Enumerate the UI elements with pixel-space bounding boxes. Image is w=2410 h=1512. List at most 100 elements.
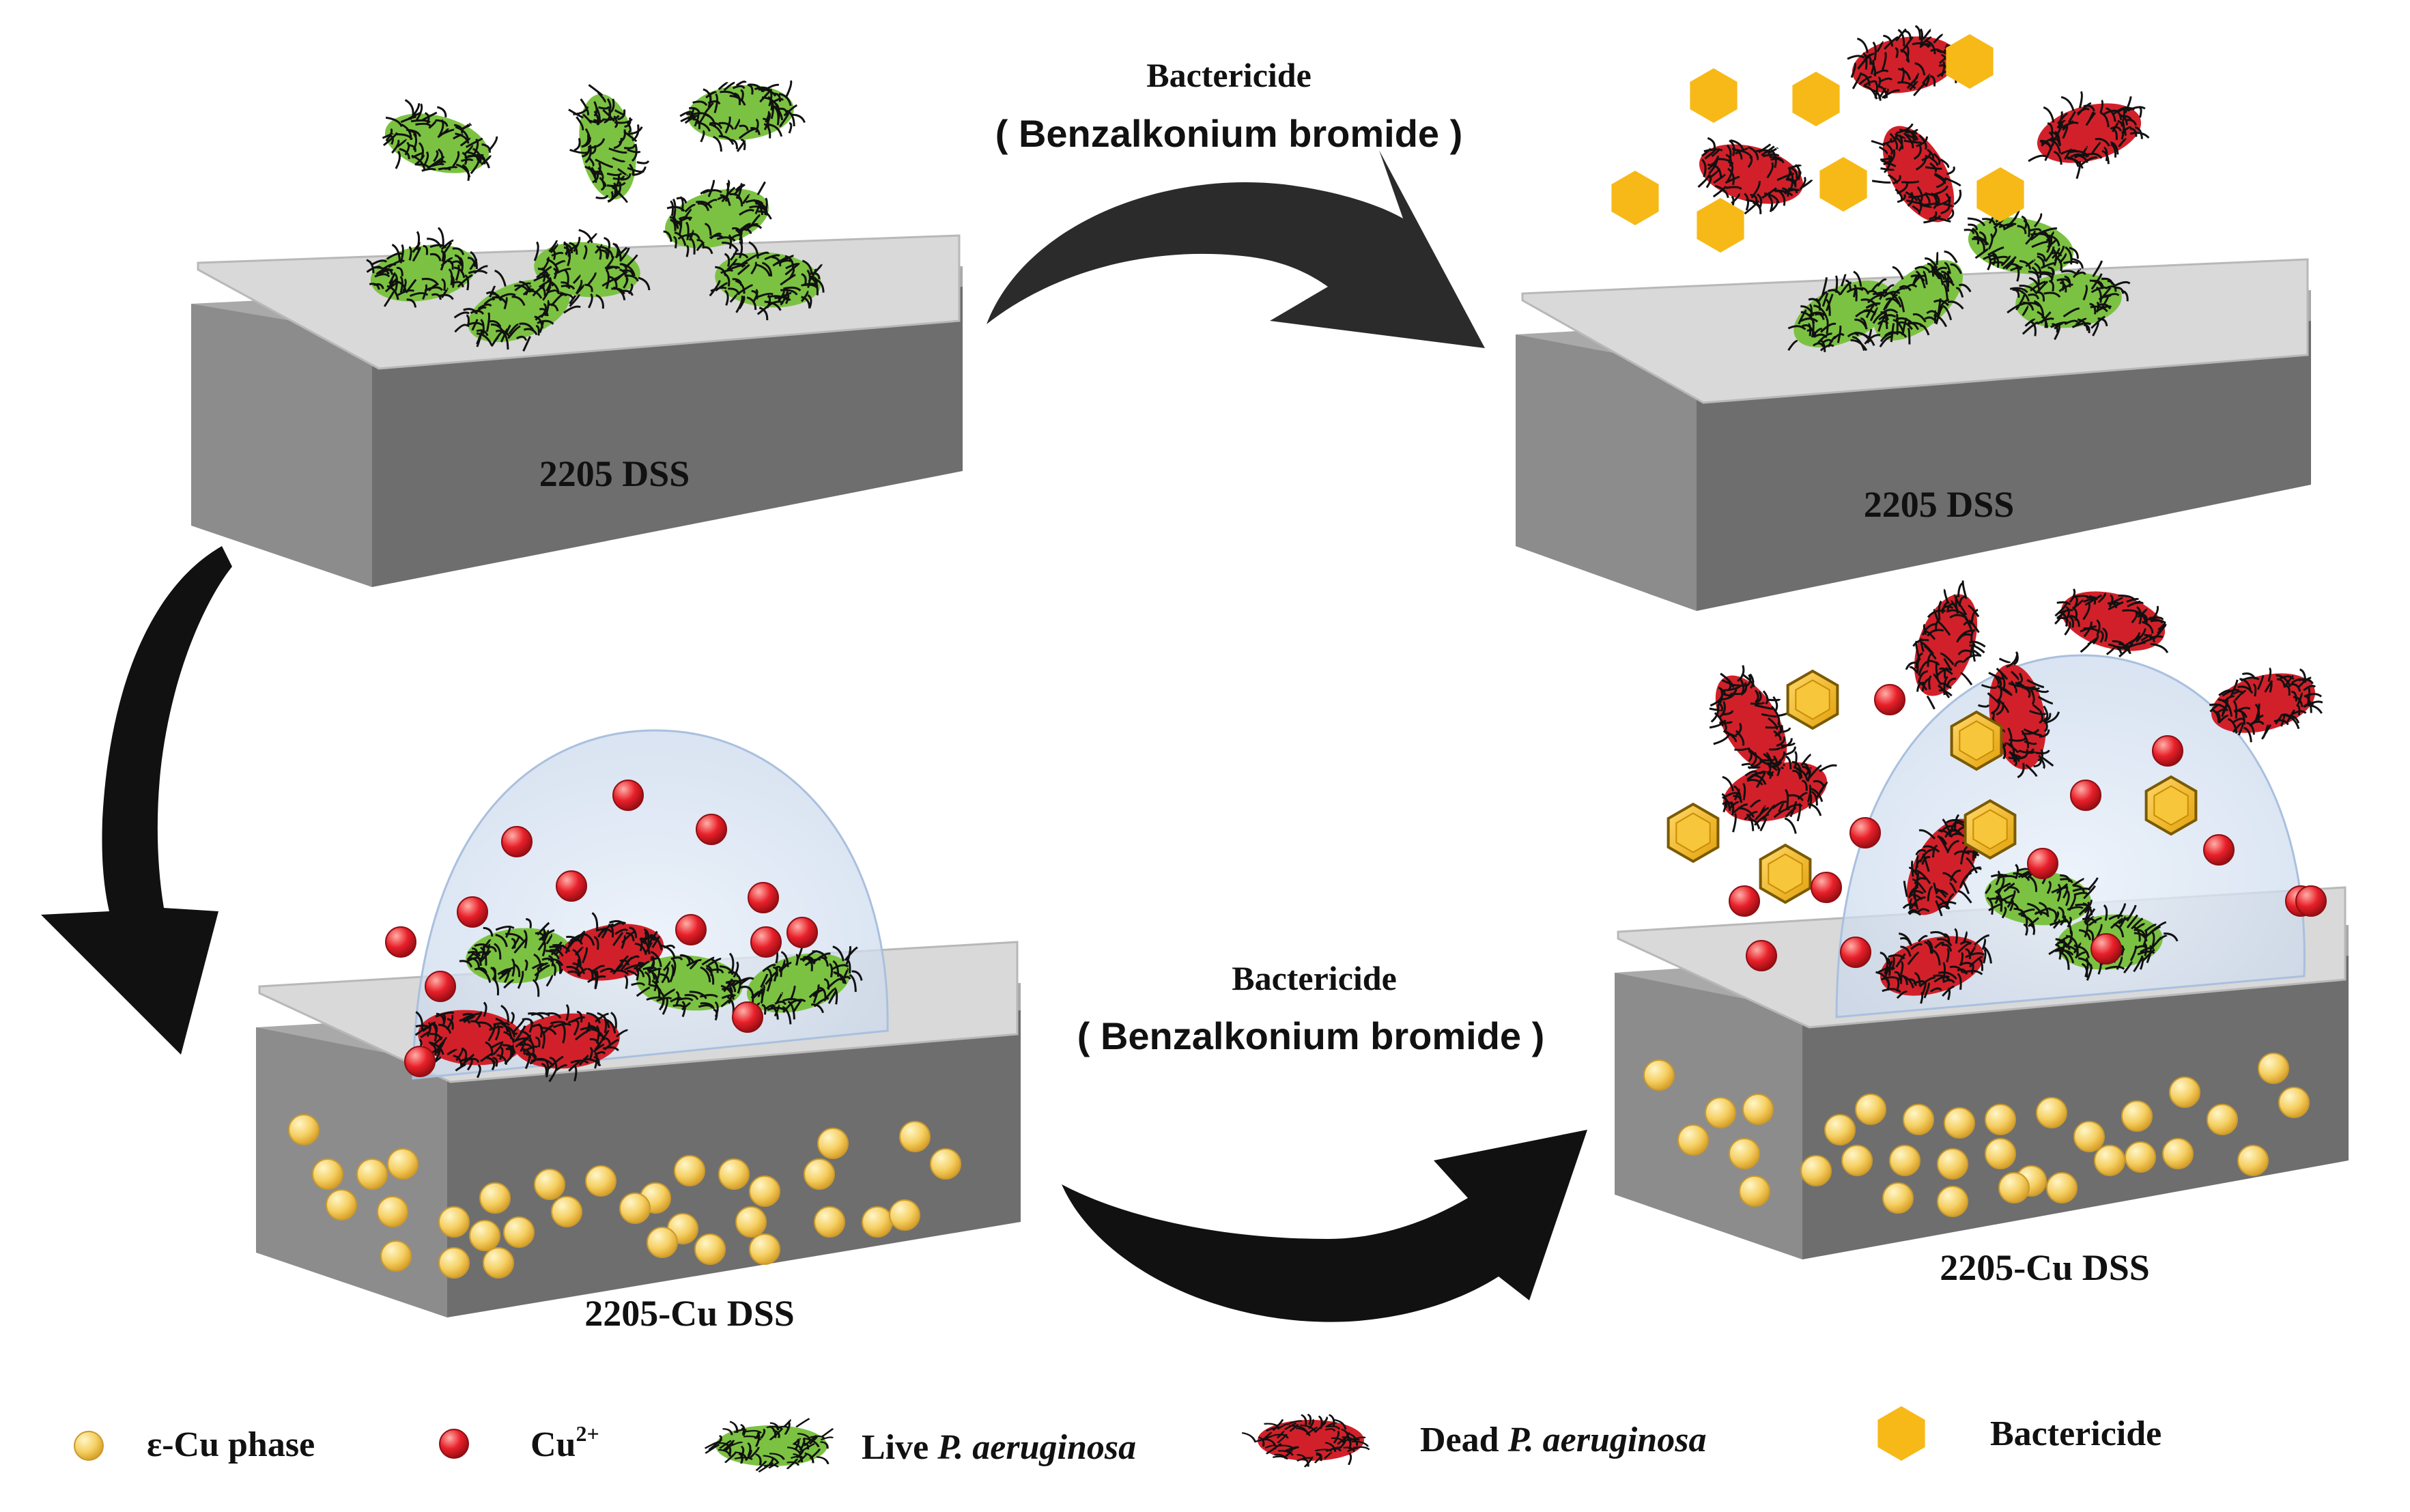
cu-ion (675, 914, 707, 945)
legend-label: Bactericide (1990, 1414, 2161, 1453)
cu-phase-particle (288, 1114, 320, 1145)
bactericide-molecules (1667, 669, 2198, 904)
cu-phase-particle (1739, 1175, 1770, 1207)
cu-ion (404, 1046, 436, 1077)
panel-bottom-left: 2205-Cu DSS (256, 729, 1021, 1334)
panel-label: 2205 DSS (1864, 484, 2015, 525)
legend-live: Live P. aeruginosa (704, 1418, 1136, 1473)
cu-phase-particle (1677, 1124, 1709, 1156)
panel-label: 2205-Cu DSS (1940, 1247, 2150, 1288)
cu-phase-particle (438, 1206, 470, 1238)
bactericide-molecule (2144, 775, 2198, 836)
dead-bacterium (1974, 651, 2060, 779)
cu-phase-particle (1643, 1059, 1675, 1091)
cu-phase-particle (2121, 1100, 2153, 1132)
bactericide-molecule (1819, 157, 1867, 212)
cu-ion (556, 870, 587, 902)
cu-phase-particle (1903, 1104, 1934, 1135)
dead-bacterium (2028, 91, 2150, 180)
bactericide-molecule (1786, 669, 1839, 730)
cu-phase-particle (2207, 1104, 2238, 1135)
cu-phase-particle (718, 1158, 750, 1190)
dead-bacterium (1875, 928, 1992, 1004)
cu-phase-particle (326, 1189, 357, 1221)
legend-live-species: P. aeruginosa (937, 1428, 1136, 1467)
cu-ion (2203, 834, 2235, 866)
panel-bottom-right: 2205-Cu DSS (1615, 580, 2349, 1288)
cu-phase-particle (1705, 1097, 1736, 1128)
cu-phase-particle (2278, 1087, 2310, 1118)
cu-phase-icon (74, 1431, 104, 1461)
cu-phase-particle (1800, 1155, 1832, 1186)
cu-phase-particle (387, 1148, 419, 1180)
dead-bacterium (511, 1003, 629, 1083)
legend-live-prefix: Live (862, 1428, 937, 1467)
cu-ion (2152, 735, 2183, 767)
live-bacterium (631, 944, 750, 1021)
live-bacterium (2007, 260, 2131, 341)
live-bacterium (366, 227, 488, 308)
legend: ε-Cu phase Cu2+ Live P. aeruginosa Dead … (74, 1406, 2161, 1473)
cu-ion-particles (1729, 684, 2327, 971)
cu-phase-particle (2036, 1097, 2067, 1128)
cu-phase-particle (377, 1196, 408, 1227)
cu-phase-particle (551, 1196, 582, 1227)
live-bacterium (2048, 903, 2179, 981)
cu-ion (748, 882, 779, 913)
cu-phase-particle (1985, 1138, 2016, 1169)
cu-ion-icon (439, 1429, 469, 1459)
bactericide-molecule (1976, 167, 2024, 222)
cu-ion-sup: 2+ (576, 1421, 599, 1446)
panel-top-right: 2205 DSS (1516, 25, 2311, 611)
cu-phase-particle (2046, 1172, 2078, 1203)
cu-phase-particle (817, 1128, 849, 1159)
bactericide-molecule (1792, 72, 1840, 126)
cu-phase-particle (735, 1206, 767, 1238)
cu-phase-particle (2073, 1121, 2105, 1152)
cu-phase-particle (749, 1233, 780, 1265)
live-bacterium (679, 80, 806, 152)
bactericide-molecule (1946, 34, 1994, 89)
legend-cu-phase: ε-Cu phase (74, 1425, 315, 1464)
arrow-top-treatment (987, 150, 1485, 348)
cu-phase-particle (619, 1193, 651, 1224)
cu-phase-particle (1985, 1104, 2016, 1135)
cu-phase-particle (483, 1247, 514, 1279)
cu-ion (750, 926, 782, 958)
cu-ion (1746, 940, 1777, 971)
cu-phase-particle (694, 1233, 726, 1265)
panel-label: 2205-Cu DSS (584, 1293, 795, 1334)
live-bacterium (1985, 859, 2099, 936)
legend-label: Live P. aeruginosa (862, 1428, 1136, 1467)
cu-phase-particle (930, 1148, 961, 1180)
cu-ion (501, 826, 533, 857)
cu-ion (2027, 848, 2058, 879)
arrow-label-line1: Bactericide (1146, 56, 1312, 94)
cu-phase-particle (1944, 1107, 1975, 1139)
dead-bacteria-cluster (1709, 580, 2323, 1004)
cu-phase-particle (2237, 1145, 2269, 1176)
arrow-left-cu-addition (41, 546, 232, 1055)
legend-cu-ion: Cu2+ (439, 1421, 599, 1464)
panel-top-left: 2205 DSS (191, 80, 963, 587)
dead-bacterium (1709, 665, 1796, 775)
dead-bacterium (1721, 751, 1837, 834)
cu-ion (385, 926, 416, 958)
cu-phase-particle (534, 1169, 565, 1200)
panel-label: 2205 DSS (539, 453, 690, 494)
cu-ion (2295, 885, 2327, 917)
cu-phase-particle (1841, 1145, 1873, 1176)
bactericide-molecule (1611, 171, 1659, 225)
cu-phase-particle (1937, 1148, 1968, 1180)
bactericide-molecule (1759, 843, 1812, 904)
cu-phase-particle (1855, 1094, 1886, 1125)
mixed-bacteria (414, 912, 863, 1083)
cu-phase-particle (1742, 1094, 1774, 1125)
cu-phase-particle (380, 1240, 412, 1272)
bactericide-molecule (1690, 68, 1738, 123)
cu-phase-particle (647, 1227, 678, 1258)
bactericide-molecule (1950, 710, 2003, 771)
dead-bacteria-icon (1241, 1414, 1370, 1468)
cu-ion-base: Cu (530, 1425, 576, 1464)
